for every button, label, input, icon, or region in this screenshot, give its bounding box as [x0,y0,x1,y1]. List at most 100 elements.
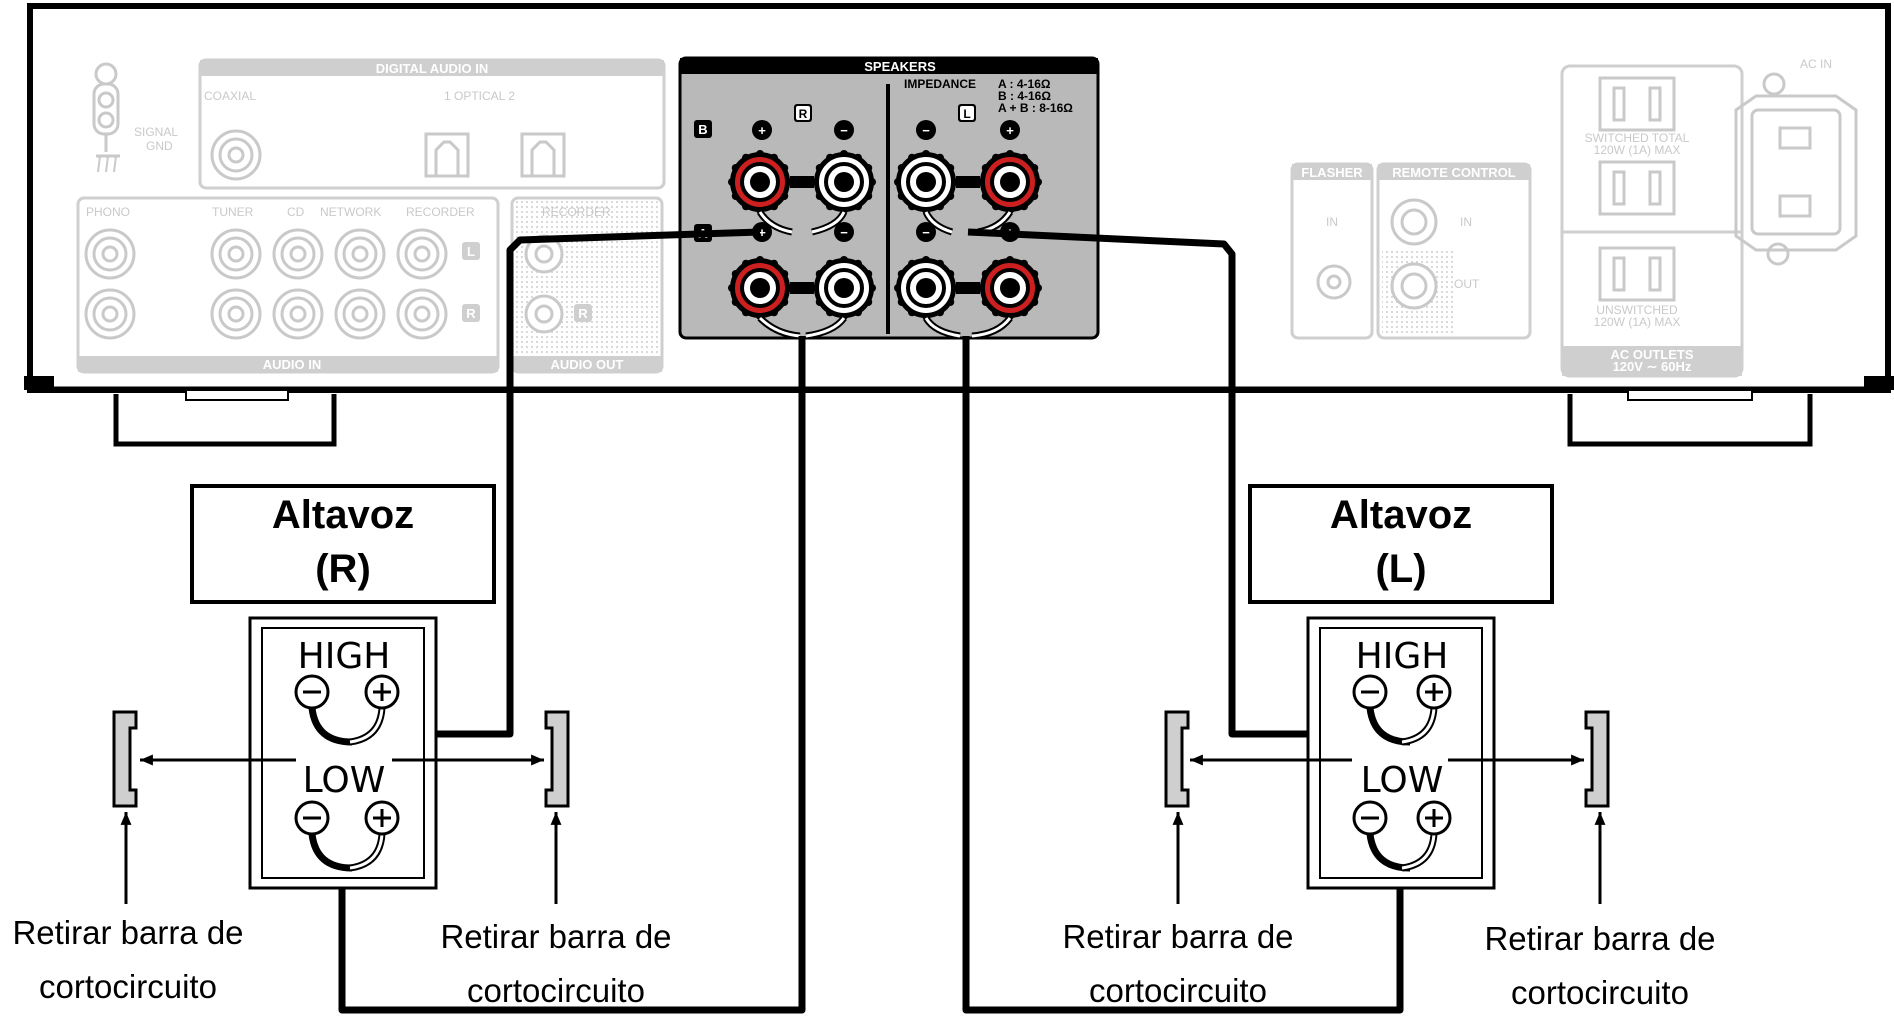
speaker-lead-white [1401,833,1436,870]
short-bar-icon [112,710,138,808]
arrow-head-icon [120,812,132,825]
input-tuner-label: TUNER [212,205,254,219]
wire-left-high [967,228,1408,738]
speakers-badge-l: L [958,104,976,122]
ac-outlets-section: SWITCHED TOTAL 120W (1A) MAX UNSWITCHED … [1560,64,1744,378]
binding-post-bridge [790,282,814,294]
input-network-label: NETWORK [320,205,381,219]
signal-gnd-label-1: SIGNAL [134,125,178,139]
polarity-minus-icon-a-l: − [916,222,936,242]
caption-right-inner-2: cortocircuito [467,972,645,1009]
speaker-lead [308,833,353,872]
binding-post-negative [812,150,876,214]
caption-left-outer-2: cortocircuito [1511,974,1689,1011]
rca-jack [396,288,448,340]
rca-jack [272,228,324,280]
remote-control-title: REMOTE CONTROL [1392,165,1516,180]
binding-post-lead [924,211,953,234]
short-bar-icon [1584,710,1610,808]
binding-post-lead [971,317,1012,338]
binding-post-lead [805,317,846,338]
remote-in-label: IN [1460,215,1472,229]
flasher-title: FLASHER [1301,165,1363,180]
badge-b-text: B [698,122,707,137]
audio-out-title: AUDIO OUT [551,357,624,372]
input-cd-label: CD [287,205,305,219]
switched-outlet-2 [1598,160,1676,216]
remote-control-section: REMOTE CONTROL IN OUT [1376,162,1532,340]
speaker-right-title-box: Altavoz (R) [190,484,496,604]
speaker-left-title-2: (L) [1375,547,1426,591]
speaker-minus-terminal [294,800,330,836]
wire-right-low [338,336,806,1014]
impedance-row-ab: A + B : 8-16Ω [998,101,1073,115]
binding-post-bridge [956,176,980,188]
unswitched-outlet [1598,246,1676,302]
speaker-right-terminal-box: HIGH LOW [248,616,438,890]
short-bar-group [112,710,1610,904]
optical-label: 1 OPTICAL 2 [444,89,515,103]
polarity-minus-text-2: − [922,123,930,138]
binding-post-negative [894,150,958,214]
caption-left-inner-1: Retirar barra de [1062,918,1293,955]
polarity-minus-text-3: − [840,225,848,240]
binding-post-bridge [790,176,814,188]
speaker-wires [338,228,1408,1014]
flasher-jack [1316,264,1352,300]
binding-post-positive [978,256,1042,320]
speakers-terminal-panel: SPEAKERS IMPEDANCE A : 4-16Ω B : 4-16Ω A… [678,56,1100,340]
ac-outlets-footer-2: 120V ∼ 60Hz [1613,359,1692,374]
binding-post-negative [894,256,958,320]
remote-out-label: OUT [1454,277,1480,291]
ac-in-label: AC IN [1800,57,1832,71]
impedance-row-a: A : 4-16Ω [998,77,1051,91]
speaker-left-terminal-box: HIGH LOW [1306,616,1496,890]
polarity-plus-icon-b-r: + [752,120,772,140]
digital-audio-in-section: DIGITAL AUDIO IN COAXIAL 1 OPTICAL 2 [198,58,666,190]
audio-out-section: AUDIO OUT RECORDER R [510,196,664,374]
badge-l-text: L [963,107,970,121]
badge-r-text: R [799,107,808,121]
polarity-plus-icon-b-l: + [1000,120,1020,140]
binding-post-negative [812,256,876,320]
amplifier-foot-right [1567,389,1813,447]
binding-post-lead [811,211,846,234]
rca-jack [396,228,448,280]
rca-jack [272,288,324,340]
speaker-minus-terminal [294,674,330,710]
short-bar-icon [1164,710,1190,808]
arrow-head-icon [1571,754,1584,766]
flasher-in-label: IN [1326,215,1338,229]
speaker-right-low-label: LOW [303,760,386,801]
binding-post-lead [758,316,801,338]
audio-out-jack-r [524,294,564,334]
binding-post-lead [758,211,793,234]
rca-jack [210,228,262,280]
rca-jack [84,288,136,340]
polarity-minus-text-4: − [922,225,930,240]
impedance-label: IMPEDANCE [904,77,976,91]
coaxial-label: COAXIAL [204,89,256,103]
rca-jack [334,228,386,280]
speaker-minus-terminal [1352,800,1388,836]
optical-jack-1 [424,132,470,178]
audio-in-channel-l-badge: L [462,242,480,260]
binding-post-group [728,150,1042,340]
caption-left-inner-2: cortocircuito [1089,972,1267,1009]
rca-jack [84,228,136,280]
speaker-lead-white [349,833,384,870]
short-bar-icon [544,710,570,808]
caption-left-inner: Retirar barra de cortocircuito [1062,918,1293,1009]
speakers-title: SPEAKERS [864,59,936,74]
audio-in-channel-r-badge: R [462,304,480,322]
coaxial-jack [210,129,262,181]
caption-right-outer-1: Retirar barra de [12,914,243,951]
polarity-minus-icon-a-r: − [834,222,854,242]
unswitched-label-1: UNSWITCHED [1596,303,1678,317]
speaker-left-high-label: HIGH [1356,636,1449,677]
speaker-lead-white [1401,707,1436,744]
polarity-plus-icon-a-r: + [752,222,772,242]
arrow-head-icon [140,754,153,766]
